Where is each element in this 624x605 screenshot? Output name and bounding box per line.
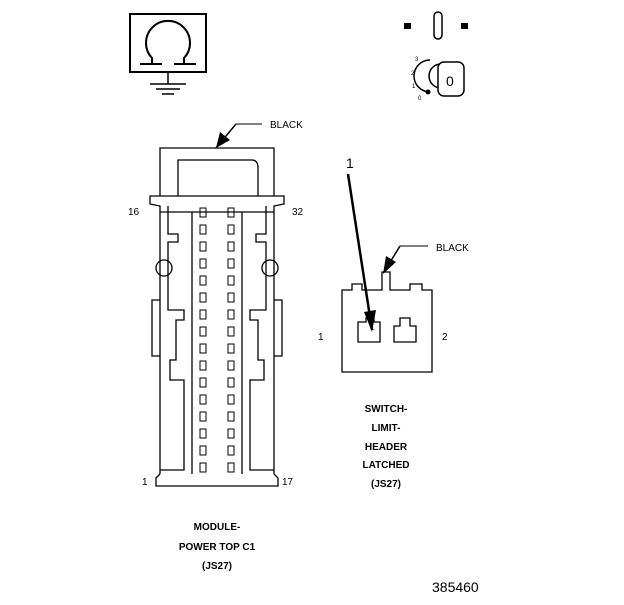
- ohm-meter-icon: [129, 13, 207, 95]
- switch-color-label: BLACK: [436, 243, 469, 254]
- switch-caption-line4: LATCHED: [362, 460, 409, 471]
- ignition-position-2: 2: [411, 71, 415, 77]
- module-caption-line3: (JS27): [202, 561, 232, 572]
- module-pin-16-label: 16: [128, 207, 140, 218]
- switch-pin-1-label: 1: [318, 332, 324, 343]
- switch-pin-2-label: 2: [442, 332, 448, 343]
- switch-callout-number: 1: [346, 155, 354, 171]
- module-pin-1-label: 1: [142, 477, 148, 488]
- ignition-position-3: 3: [415, 57, 419, 63]
- ignition-position-1: 1: [412, 84, 416, 90]
- switch-caption-line1: SWITCH-: [365, 404, 408, 415]
- ignition-key-letter: 0: [446, 73, 454, 89]
- ignition-position-0: 0: [418, 96, 422, 102]
- switch-caption-line2: LIMIT-: [372, 423, 401, 434]
- ignition-key-icon: 0 3 2 1 0: [404, 11, 468, 102]
- switch-connector: 1 BLACK 1 1 2 SWITCH- LIMIT- HEADER LATC…: [318, 155, 469, 490]
- module-pin-cavities: [199, 207, 235, 473]
- figure-number: 385460: [432, 579, 479, 595]
- switch-caption-line5: (JS27): [371, 479, 401, 490]
- switch-inner-pin-label: 1: [371, 326, 375, 332]
- switch-caption-line3: HEADER: [365, 442, 408, 453]
- module-caption-line2: POWER TOP C1: [179, 542, 256, 553]
- module-pin-17-label: 17: [282, 477, 294, 488]
- module-connector: BLACK: [128, 120, 304, 572]
- module-pin-32-label: 32: [292, 207, 304, 218]
- module-color-label: BLACK: [270, 120, 303, 131]
- module-caption-line1: MODULE-: [194, 522, 241, 533]
